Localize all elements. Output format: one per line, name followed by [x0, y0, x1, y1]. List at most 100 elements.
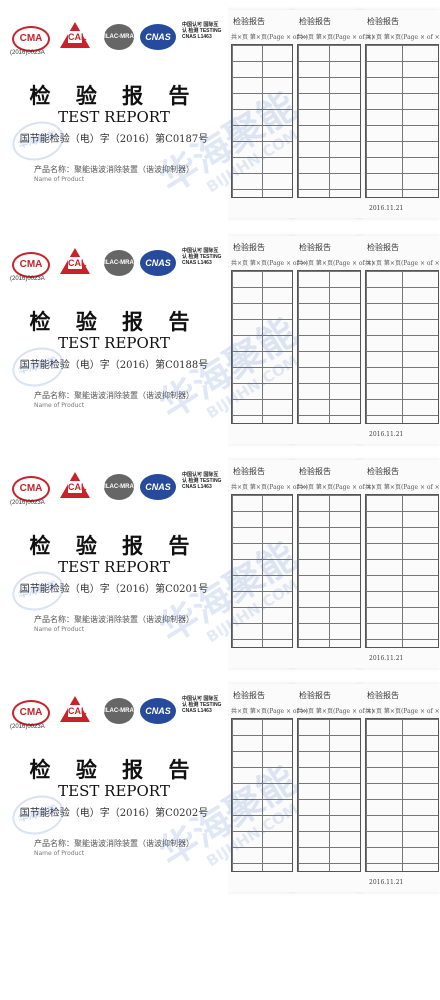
- test-report-card[interactable]: 检验报告 共×页 第×页(Page × of ×) 2016.11.21 检验报…: [0, 452, 440, 672]
- sheet-page-label: 共×页 第×页(Page × of ×): [297, 708, 374, 715]
- sheet-page-label: 共×页 第×页(Page × of ×): [231, 34, 308, 41]
- product-name: 产品名称：聚能谐波消除装置（谐波抑制器）: [34, 839, 194, 848]
- cma-logo: CMA: [12, 26, 50, 52]
- report-title-en: TEST REPORT: [58, 558, 170, 576]
- sheet-table: [365, 718, 439, 872]
- report-page-sheet: 检验报告 共×页 第×页(Page × of ×): [292, 684, 374, 892]
- sheet-table: [297, 44, 361, 198]
- report-number: 国节能检验（电）字（2016）第C0187号: [19, 134, 209, 145]
- sheet-title: 检验报告: [299, 691, 331, 700]
- sheet-date: 2016.11.21: [369, 655, 404, 662]
- sheet-title: 检验报告: [299, 17, 331, 26]
- cnas-logo-text: 中国认可 国际互认 检测 TESTING CNAS L1463: [182, 696, 222, 714]
- cma-logo: CMA: [12, 700, 50, 726]
- sheet-page-label: 共×页 第×页(Page × of ×): [297, 260, 374, 267]
- cal-logo: CAL: [60, 472, 90, 498]
- product-name-en: Name of Product: [34, 850, 85, 857]
- sheet-table: [365, 494, 439, 648]
- sheet-page-label: 共×页 第×页(Page × of ×): [231, 484, 308, 491]
- sheet-title: 检验报告: [367, 17, 399, 26]
- report-number: 国节能检验（电）字（2016）第C0188号: [19, 360, 209, 371]
- sheet-page-label: 共×页 第×页(Page × of ×): [365, 708, 440, 715]
- sheet-title: 检验报告: [299, 467, 331, 476]
- sheet-table: [231, 718, 293, 872]
- sheet-page-label: 共×页 第×页(Page × of ×): [365, 484, 440, 491]
- cnas-logo: CNAS: [140, 24, 176, 50]
- ilac-logo: ILAC-MRA: [104, 474, 134, 500]
- sheet-date: 2016.11.21: [369, 205, 404, 212]
- report-page-sheet: 检验报告 共×页 第×页(Page × of ×): [292, 10, 374, 218]
- sheet-title: 检验报告: [233, 17, 265, 26]
- test-report-card[interactable]: 检验报告 共×页 第×页(Page × of ×) 2016.11.21 检验报…: [0, 228, 440, 448]
- report-page-sheet: 检验报告 共×页 第×页(Page × of ×): [226, 684, 308, 892]
- report-title-en: TEST REPORT: [58, 108, 170, 126]
- report-page-sheet: 检验报告 共×页 第×页(Page × of ×): [226, 460, 308, 668]
- report-page-sheet: 检验报告 共×页 第×页(Page × of ×) 2016.11.21: [360, 460, 440, 668]
- certification-logos: CMA (2016)0023A CAL ILAC-MRA CNAS 中国认可 国…: [10, 246, 221, 286]
- report-page-sheet: 检验报告 共×页 第×页(Page × of ×): [292, 460, 374, 668]
- cma-logo-number: (2016)0023A: [10, 276, 45, 282]
- sheet-table: [297, 494, 361, 648]
- report-page-sheet: 检验报告 共×页 第×页(Page × of ×) 2016.11.21: [360, 684, 440, 892]
- product-name-en: Name of Product: [34, 176, 85, 183]
- product-name: 产品名称：聚能谐波消除装置（谐波抑制器）: [34, 615, 194, 624]
- sheet-table: [231, 270, 293, 424]
- ilac-logo: ILAC-MRA: [104, 24, 134, 50]
- cma-logo: CMA: [12, 252, 50, 278]
- sheet-page-label: 共×页 第×页(Page × of ×): [365, 260, 440, 267]
- ilac-logo: ILAC-MRA: [104, 698, 134, 724]
- sheet-page-label: 共×页 第×页(Page × of ×): [297, 484, 374, 491]
- certification-logos: CMA (2016)0023A CAL ILAC-MRA CNAS 中国认可 国…: [10, 470, 221, 510]
- cma-logo-number: (2016)0023A: [10, 724, 45, 730]
- cal-logo: CAL: [60, 696, 90, 722]
- ilac-logo: ILAC-MRA: [104, 250, 134, 276]
- sheet-title: 检验报告: [367, 467, 399, 476]
- sheet-title: 检验报告: [367, 243, 399, 252]
- report-page-sheet: 检验报告 共×页 第×页(Page × of ×): [226, 10, 308, 218]
- sheet-title: 检验报告: [367, 691, 399, 700]
- sheet-page-label: 共×页 第×页(Page × of ×): [231, 260, 308, 267]
- sheet-table: [231, 44, 293, 198]
- cma-logo-number: (2016)0023A: [10, 500, 45, 506]
- sheet-table: [365, 44, 439, 198]
- cnas-logo: CNAS: [140, 698, 176, 724]
- report-title-cn: 检 验 报 告: [29, 757, 199, 782]
- sheet-title: 检验报告: [233, 467, 265, 476]
- report-cover: CMA (2016)0023A CAL ILAC-MRA CNAS 中国认可 国…: [0, 452, 228, 672]
- report-cover: CMA (2016)0023A CAL ILAC-MRA CNAS 中国认可 国…: [0, 676, 228, 896]
- report-title-cn: 检 验 报 告: [29, 309, 199, 334]
- sheet-title: 检验报告: [299, 243, 331, 252]
- cnas-logo-text: 中国认可 国际互认 检测 TESTING CNAS L1463: [182, 472, 222, 490]
- report-title-en: TEST REPORT: [58, 334, 170, 352]
- cnas-logo-text: 中国认可 国际互认 检测 TESTING CNAS L1463: [182, 248, 222, 266]
- test-report-card[interactable]: 检验报告 共×页 第×页(Page × of ×) 2016.11.21 检验报…: [0, 676, 440, 896]
- sheet-title: 检验报告: [233, 691, 265, 700]
- cal-logo: CAL: [60, 22, 90, 48]
- sheet-table: [365, 270, 439, 424]
- certification-logos: CMA (2016)0023A CAL ILAC-MRA CNAS 中国认可 国…: [10, 694, 221, 734]
- report-cover: CMA (2016)0023A CAL ILAC-MRA CNAS 中国认可 国…: [0, 228, 228, 448]
- report-title-en: TEST REPORT: [58, 782, 170, 800]
- report-page-sheet: 检验报告 共×页 第×页(Page × of ×): [292, 236, 374, 444]
- sheet-table: [231, 494, 293, 648]
- product-name-en: Name of Product: [34, 626, 85, 633]
- cnas-logo-text: 中国认可 国际互认 检测 TESTING CNAS L1463: [182, 22, 222, 40]
- sheet-date: 2016.11.21: [369, 431, 404, 438]
- cma-logo-number: (2016)0023A: [10, 50, 45, 56]
- product-name-en: Name of Product: [34, 402, 85, 409]
- report-title-cn: 检 验 报 告: [29, 533, 199, 558]
- product-name: 产品名称：聚能谐波消除装置（谐波抑制器）: [34, 165, 194, 174]
- report-page-sheet: 检验报告 共×页 第×页(Page × of ×): [226, 236, 308, 444]
- cma-logo: CMA: [12, 476, 50, 502]
- cnas-logo: CNAS: [140, 250, 176, 276]
- sheet-page-label: 共×页 第×页(Page × of ×): [231, 708, 308, 715]
- sheet-table: [297, 270, 361, 424]
- sheet-page-label: 共×页 第×页(Page × of ×): [365, 34, 440, 41]
- report-page-sheet: 检验报告 共×页 第×页(Page × of ×) 2016.11.21: [360, 236, 440, 444]
- sheet-table: [297, 718, 361, 872]
- test-report-card[interactable]: 检验报告 共×页 第×页(Page × of ×) 2016.11.21 检验报…: [0, 2, 440, 222]
- report-cover: CMA (2016)0023A CAL ILAC-MRA CNAS 中国认可 国…: [0, 2, 228, 222]
- certification-logos: CMA (2016)0023A CAL ILAC-MRA CNAS 中国认可 国…: [10, 20, 221, 60]
- report-title-cn: 检 验 报 告: [29, 83, 199, 108]
- cal-logo: CAL: [60, 248, 90, 274]
